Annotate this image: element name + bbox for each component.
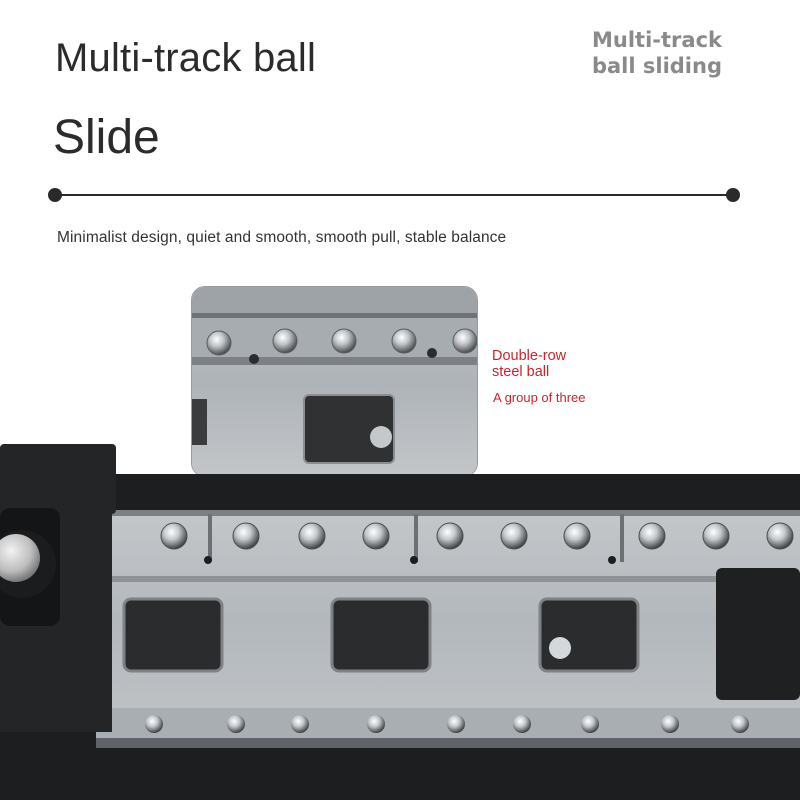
detail-photo-image (192, 287, 477, 476)
main-photo (0, 438, 800, 800)
detail-photo (191, 286, 478, 477)
callout-line-1: Double-row (492, 348, 567, 364)
tagline: Minimalist design, quiet and smooth, smo… (57, 229, 507, 246)
divider-rule (48, 187, 740, 203)
divider-right-dot (726, 188, 740, 202)
divider-line (54, 194, 734, 196)
callout-line-2: steel ball (492, 364, 550, 380)
side-label: Multi-track ball sliding (552, 27, 722, 79)
slide-rail-image (0, 444, 800, 800)
callout-group: A group of three (493, 390, 586, 405)
side-label-line-2: ball sliding (591, 54, 722, 78)
page-title: Multi-track ball (55, 36, 317, 80)
page-subtitle: Slide (53, 111, 160, 164)
side-label-line-1: Multi-track (592, 28, 722, 52)
callout-steel-ball: Double-row steel ball (492, 348, 566, 380)
